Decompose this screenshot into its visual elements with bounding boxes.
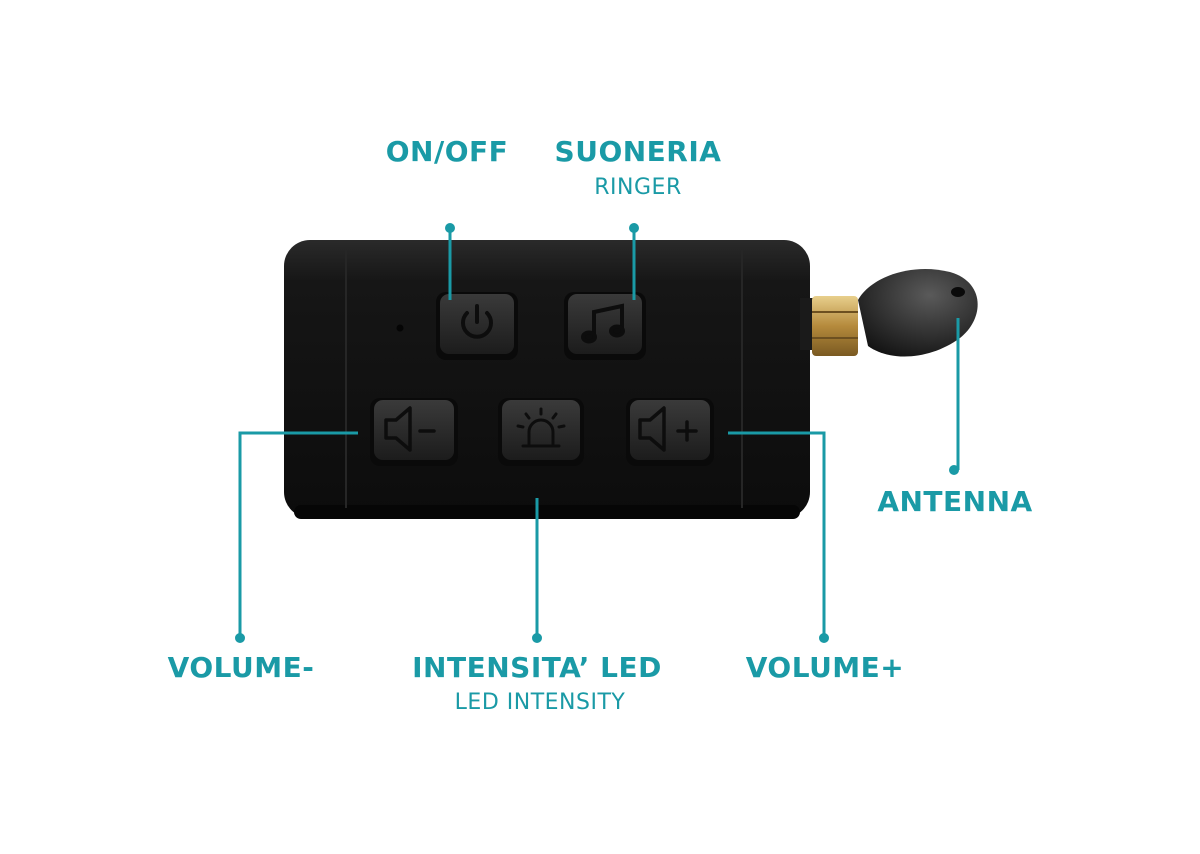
siren-light-icon [516, 407, 566, 448]
power-icon [461, 304, 493, 339]
leader-antenna [949, 318, 960, 475]
label-led-intensity-english: LED INTENSITY [454, 690, 626, 715]
label-led-intensity-italian: INTENSITA’ LED [412, 651, 662, 684]
antenna-connector [812, 296, 858, 356]
antenna-tip [858, 268, 978, 357]
leader-on-off [445, 223, 455, 300]
led-intensity-button[interactable] [498, 398, 584, 466]
ringer-button[interactable] [564, 292, 646, 360]
speaker-minus-icon [384, 406, 436, 452]
label-volume-up: VOLUME+ [745, 651, 905, 684]
music-note-icon [581, 303, 625, 344]
label-ringer-english: RINGER [594, 175, 682, 200]
label-ringer-italian: SUONERIA [554, 135, 722, 168]
leader-volume-down [235, 431, 358, 643]
leader-volume-up [728, 431, 829, 643]
leader-lines [235, 223, 960, 643]
microphone-hole [396, 324, 404, 332]
power-button[interactable] [436, 292, 518, 360]
speaker-plus-icon [638, 406, 698, 452]
label-antenna: ANTENNA [877, 485, 1033, 518]
volume-down-button[interactable] [370, 398, 458, 466]
label-on-off: ON/OFF [385, 135, 509, 168]
label-volume-down: VOLUME- [167, 651, 315, 684]
leader-ringer [629, 223, 639, 300]
volume-up-button[interactable] [626, 398, 714, 466]
antenna [800, 268, 978, 357]
device-body [284, 240, 810, 519]
leader-led [532, 498, 542, 643]
